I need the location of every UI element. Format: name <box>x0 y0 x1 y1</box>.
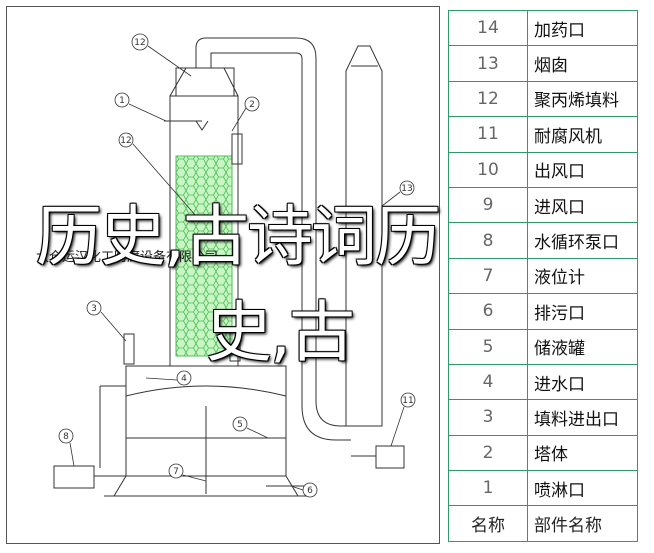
part-number: 4 <box>448 363 528 401</box>
svg-text:6: 6 <box>307 486 313 496</box>
part-name: 烟囱 <box>527 45 638 82</box>
part-number: 9 <box>448 186 528 224</box>
part-number: 11 <box>448 116 528 153</box>
part-name: 排污口 <box>527 293 638 330</box>
svg-text:12: 12 <box>120 136 131 146</box>
part-number: 2 <box>448 434 528 472</box>
header-number: 名称 <box>448 505 528 542</box>
part-name: 储液罐 <box>527 328 638 365</box>
part-number: 6 <box>448 293 528 330</box>
part-number: 1 <box>448 470 528 507</box>
svg-text:12: 12 <box>134 38 145 48</box>
part-number: 14 <box>448 9 528 47</box>
part-name: 液位计 <box>527 257 638 295</box>
part-number: 13 <box>448 45 528 82</box>
header-name: 部件名称 <box>527 505 638 542</box>
svg-text:8: 8 <box>63 432 69 442</box>
svg-text:3: 3 <box>91 304 97 314</box>
part-number: 8 <box>448 222 528 259</box>
part-name: 水循环泵口 <box>527 222 638 259</box>
svg-text:5: 5 <box>237 420 243 430</box>
exhaust-stack <box>345 45 383 427</box>
part-name: 加药口 <box>527 9 638 47</box>
part-name: 出风口 <box>527 151 638 188</box>
part-name: 聚丙烯填料 <box>527 80 638 118</box>
part-name: 塔体 <box>527 434 638 472</box>
svg-text:4: 4 <box>181 374 187 384</box>
part-number: 12 <box>448 80 528 118</box>
part-number: 10 <box>448 151 528 188</box>
part-number: 7 <box>448 257 528 295</box>
parts-header-row: 名称部件名称 <box>448 505 638 542</box>
overlay-title-line2: 史,古 <box>206 294 355 371</box>
part-number: 3 <box>448 399 528 436</box>
scrubber-tower-diagram: 12 1 2 12 13 3 4 11 5 8 7 6 <box>53 33 416 498</box>
overlay-title-line1: 历史,古诗词历 <box>36 198 441 275</box>
svg-text:11: 11 <box>402 396 413 406</box>
part-number: 5 <box>448 328 528 365</box>
part-name: 进风口 <box>527 186 638 224</box>
svg-text:7: 7 <box>173 467 179 477</box>
svg-text:1: 1 <box>119 96 125 106</box>
part-name: 进水口 <box>527 363 638 401</box>
svg-text:13: 13 <box>401 184 412 194</box>
company-watermark: 太仓运汉化工防腐设备有限公司 <box>36 250 219 265</box>
part-name: 耐腐风机 <box>527 116 638 153</box>
top-duct <box>195 37 351 427</box>
fan <box>375 445 405 469</box>
circulation-pump <box>53 465 95 489</box>
part-name: 填料进出口 <box>527 399 638 436</box>
part-name: 喷淋口 <box>527 470 638 507</box>
svg-text:2: 2 <box>249 100 255 110</box>
